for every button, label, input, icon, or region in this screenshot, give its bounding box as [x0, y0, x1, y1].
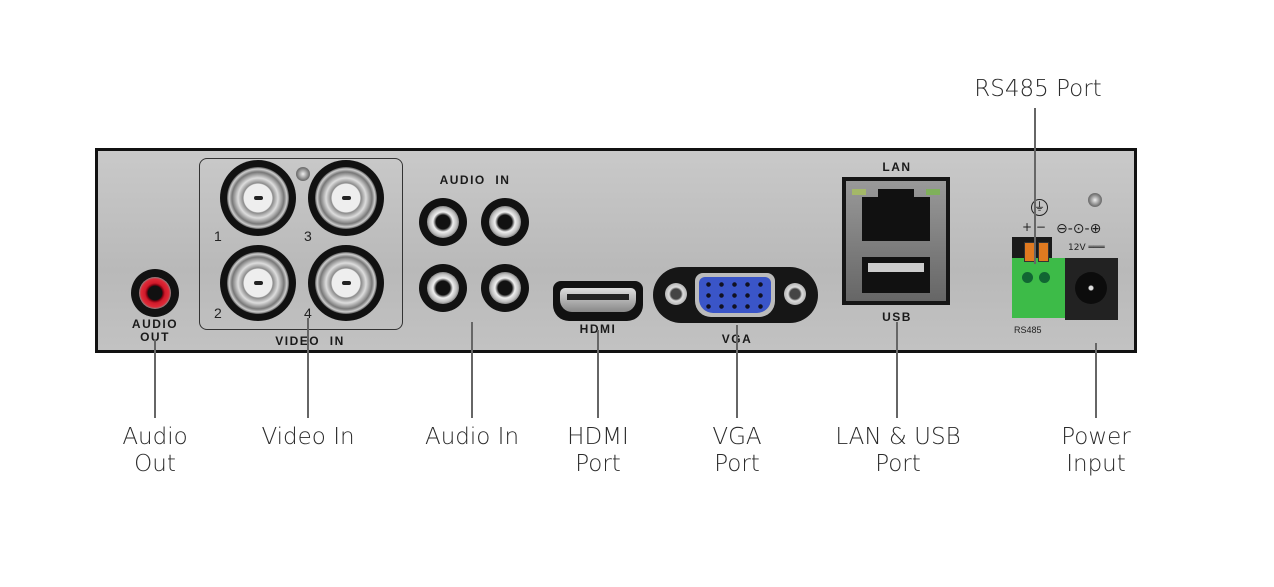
audio-in-rca-jack: [481, 198, 529, 246]
vga-port: [653, 267, 818, 323]
lan-port: [862, 197, 930, 241]
video-in-panel-label: VIDEO IN: [275, 334, 345, 348]
callout-line: [1034, 108, 1036, 264]
callout-line: [154, 340, 156, 418]
audio-in-panel-label: AUDIO IN: [439, 173, 511, 187]
usb-panel-label: USB: [882, 310, 912, 324]
screw-icon: [1088, 193, 1102, 207]
callout-text: Input: [1066, 451, 1126, 477]
rs485-terminal-block: [1012, 258, 1065, 318]
bnc-connector-2: [220, 245, 296, 321]
rs485-panel-label: RS485: [1014, 325, 1042, 335]
callout-text: Power: [1061, 424, 1131, 450]
callout-text: RS485 Port: [974, 76, 1102, 102]
channel-number: 4: [304, 305, 312, 321]
audio-out-rca-jack: [131, 269, 179, 317]
hdmi-panel-label: HDMI: [579, 322, 617, 336]
channel-number: 3: [304, 228, 312, 244]
lan-panel-label: LAN: [882, 160, 912, 174]
hdmi-port: [553, 281, 643, 321]
callout-text: Port: [575, 451, 621, 477]
callout-line: [307, 318, 309, 418]
power-jack: [1065, 258, 1118, 320]
callout-line: [896, 322, 898, 418]
voltage-label: 12V ═══: [1068, 243, 1105, 253]
rs485-polarity-marks: + −: [1022, 220, 1046, 234]
polarity-symbol-icon: ⊖-⊙-⊕: [1056, 221, 1102, 237]
bnc-connector-4: [308, 245, 384, 321]
callout-line: [597, 330, 599, 418]
video-in-group-frame: [199, 158, 403, 330]
bnc-connector-3: [308, 160, 384, 236]
voltage-text: 12V: [1068, 243, 1086, 253]
callout-text: Port: [875, 451, 921, 477]
ground-symbol-icon: ⏚: [1031, 199, 1048, 216]
callout-line: [471, 322, 473, 418]
rs485-pin-minus: [1038, 242, 1049, 262]
callout-text: LAN & USB: [835, 424, 961, 450]
callout-video-in: Video In: [261, 424, 354, 451]
callout-text: HDMI: [567, 424, 629, 450]
audio-in-rca-jack: [419, 264, 467, 312]
bnc-connector-1: [220, 160, 296, 236]
callout-text: Out: [134, 451, 176, 477]
lan-usb-port-block: [842, 177, 950, 305]
callout-audio-in: Audio In: [425, 424, 519, 451]
channel-number: 2: [214, 305, 222, 321]
callout-text: Video In: [261, 424, 355, 450]
screw-icon: [296, 167, 310, 181]
callout-text: Port: [714, 451, 760, 477]
audio-in-rca-jack: [481, 264, 529, 312]
audio-out-panel-label-2: OUT: [140, 330, 170, 344]
channel-number: 1: [214, 228, 222, 244]
callout-rs485: RS485 Port: [974, 76, 1101, 103]
callout-text: VGA: [712, 424, 762, 450]
callout-text: Audio: [122, 424, 188, 450]
audio-out-panel-label: AUDIO: [131, 317, 179, 331]
audio-in-rca-jack: [419, 198, 467, 246]
callout-line: [1095, 343, 1097, 418]
callout-text: Audio In: [424, 424, 520, 450]
callout-line: [736, 325, 738, 418]
